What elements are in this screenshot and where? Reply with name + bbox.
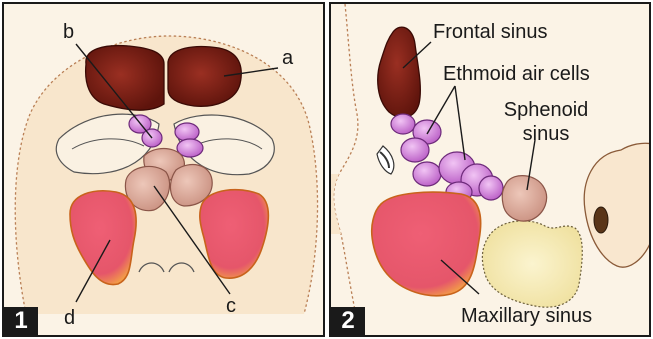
panel-frontal-view: b a c d 1	[2, 2, 325, 337]
label-a: a	[282, 48, 293, 68]
label-ethmoid-air-cells: Ethmoid air cells	[443, 64, 590, 84]
frontal-sinus-right	[168, 47, 241, 107]
label-d: d	[64, 308, 75, 328]
label-maxillary-sinus: Maxillary sinus	[461, 306, 592, 326]
eye	[377, 146, 394, 174]
panel-number-badge: 1	[4, 307, 38, 335]
panel-number-badge: 2	[331, 307, 365, 335]
label-sphenoid-line2: sinus	[501, 124, 591, 144]
panel-lateral-view: Frontal sinus Ethmoid air cells Sphenoid…	[329, 2, 651, 337]
frontal-sinus-left	[86, 46, 164, 111]
label-c: c	[226, 296, 236, 316]
frontal-view-illustration	[4, 4, 325, 337]
nasal-cavity	[482, 221, 582, 307]
face-profile	[334, 4, 361, 337]
label-sphenoid-sinus: Sphenoid sinus	[501, 100, 591, 144]
label-b: b	[63, 22, 74, 42]
ethmoid-air-cells	[391, 114, 503, 202]
lateral-view-illustration	[331, 4, 651, 337]
label-frontal-sinus: Frontal sinus	[433, 22, 548, 42]
ear-canal	[594, 207, 608, 233]
frontal-sinus	[378, 27, 421, 117]
ear	[584, 143, 651, 267]
sphenoid-sinus	[502, 176, 546, 221]
label-sphenoid-line1: Sphenoid	[501, 100, 591, 120]
